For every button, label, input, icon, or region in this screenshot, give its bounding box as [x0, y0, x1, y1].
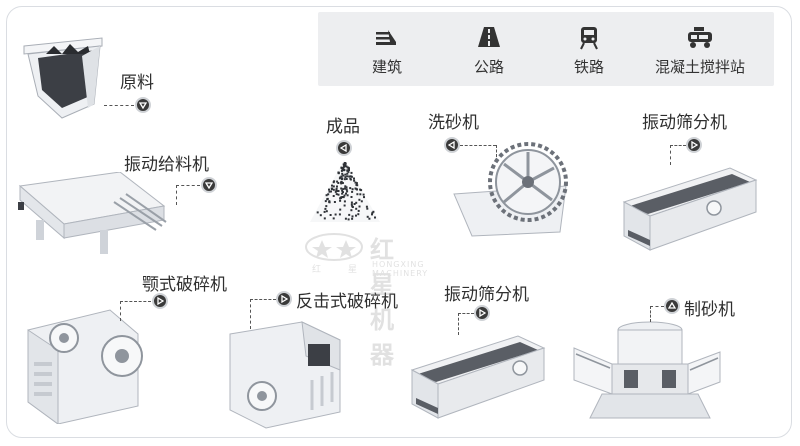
label-jaw-crusher: 颚式破碎机: [142, 275, 227, 295]
sand-washer: [453, 142, 568, 237]
label-raw-material: 原料: [120, 73, 154, 93]
label-impact-crusher: 反击式破碎机: [296, 292, 398, 312]
arrow-left-icon: [336, 140, 352, 156]
leader-line: [176, 185, 200, 186]
brand-logo-icon: [305, 233, 363, 261]
watermark-brand: 红星机器: [370, 236, 396, 369]
vibrating-screen-bottom: [410, 335, 546, 419]
application-label: 铁路: [573, 58, 604, 76]
label-sand-washer: 洗砂机: [428, 113, 479, 133]
leader-line: [458, 313, 459, 335]
leader-line: [176, 185, 177, 205]
raw-material-hopper: [23, 37, 103, 119]
arrow-left-icon: [444, 137, 460, 153]
leader-line: [250, 299, 276, 300]
leader-line: [250, 299, 251, 329]
leader-line: [670, 145, 671, 165]
leader-line: [496, 145, 497, 157]
leader-line: [650, 306, 664, 307]
leader-line: [670, 145, 686, 146]
arrow-right-icon: [276, 291, 292, 307]
arrow-down-icon: [135, 97, 151, 113]
watermark-left-char: 红: [312, 265, 322, 275]
label-vibrating-feeder: 振动给料机: [124, 155, 209, 175]
road-icon: [478, 27, 500, 47]
leader-line: [120, 301, 121, 321]
finished-product-pile: [310, 160, 380, 222]
arrow-right-icon: [152, 293, 168, 309]
diagram-frame: [6, 6, 792, 438]
label-finished-product: 成品: [326, 117, 360, 137]
building-icon: [376, 30, 396, 45]
application-label: 混凝土搅拌站: [654, 58, 745, 76]
vibrating-feeder: [18, 172, 167, 254]
arrow-right-icon: [686, 137, 702, 153]
train-icon: [580, 27, 598, 50]
label-sand-making-machine: 制砂机: [684, 300, 735, 320]
watermark-subtitle: HONGXING MACHINERY: [372, 260, 429, 278]
sand-making-machine: [573, 321, 721, 419]
application-concrete-plant: 混凝土搅拌站: [630, 22, 770, 78]
arrow-right-icon: [474, 305, 490, 321]
leader-line: [458, 313, 474, 314]
label-vibrating-screen-top: 振动筛分机: [642, 113, 727, 133]
vibrating-screen-top: [622, 167, 758, 251]
arrow-down-icon: [201, 177, 217, 193]
impact-crusher: [229, 321, 341, 429]
leader-line: [104, 105, 134, 106]
leader-line: [120, 301, 151, 302]
jaw-crusher: [27, 309, 143, 424]
application-building: 建筑: [332, 22, 442, 78]
application-railway: 铁路: [534, 22, 644, 78]
watermark-right-char: 星: [348, 265, 358, 275]
application-road: 公路: [434, 22, 544, 78]
leader-line: [650, 306, 651, 322]
application-label: 公路: [473, 58, 504, 76]
application-label: 建筑: [371, 58, 402, 76]
mixer-truck-icon: [688, 27, 712, 48]
leader-line: [460, 145, 496, 146]
arrow-up-icon: [664, 298, 680, 314]
brand-watermark: 红星机器 HONGXING MACHINERY 红 星: [304, 232, 427, 369]
application-bar: 建筑 公路 铁路: [318, 12, 774, 86]
label-vibrating-screen-bottom: 振动筛分机: [444, 285, 529, 305]
